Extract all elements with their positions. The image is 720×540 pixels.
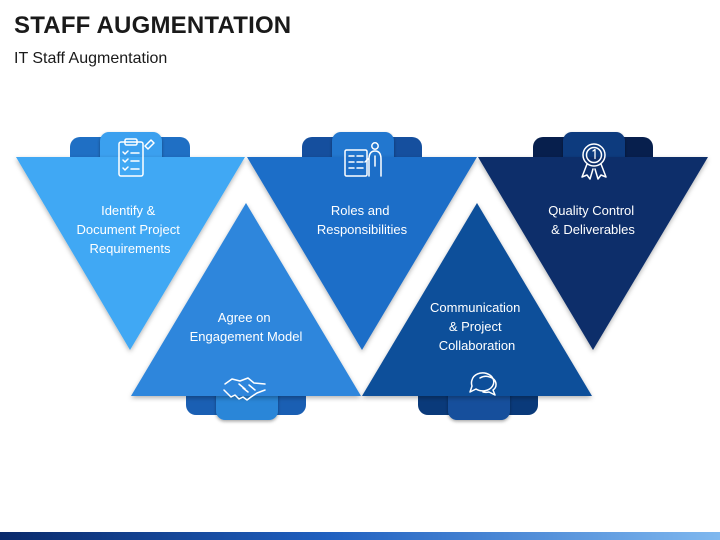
- step-4-label: Communication & Project Collaboration: [430, 300, 524, 353]
- presenter-chart-icon: [344, 142, 382, 177]
- step-roles-responsibilities: Roles and Responsibilities: [247, 132, 477, 350]
- step-2-label: Agree on Engagement Model: [190, 310, 303, 344]
- footer-bar: [0, 532, 720, 540]
- handshake-icon: [223, 377, 266, 401]
- step-2-triangle: [131, 203, 361, 396]
- step-4-triangle: [362, 203, 592, 396]
- step-3-triangle: [247, 157, 477, 350]
- step-identify-requirements: Identify & Document Project Requirements: [16, 132, 245, 350]
- award-ribbon-icon: [581, 143, 607, 180]
- step-1-triangle: [16, 157, 245, 350]
- step-1-label: Identify & Document Project Requirements: [77, 203, 184, 256]
- step-communication-collaboration: Communication & Project Collaboration: [362, 203, 592, 420]
- page-subtitle: IT Staff Augmentation: [14, 50, 168, 67]
- step-engagement-model: Agree on Engagement Model: [131, 203, 361, 420]
- step-quality-control: Quality Control & Deliverables: [478, 132, 708, 350]
- step-5-label: Quality Control & Deliverables: [548, 203, 638, 237]
- step-3-label: Roles and Responsibilities: [317, 203, 408, 237]
- chat-bubbles-icon: [469, 372, 497, 396]
- step-5-triangle: [478, 157, 708, 350]
- clipboard-checklist-icon: [118, 138, 155, 177]
- page-title: STAFF AUGMENTATION: [14, 12, 292, 39]
